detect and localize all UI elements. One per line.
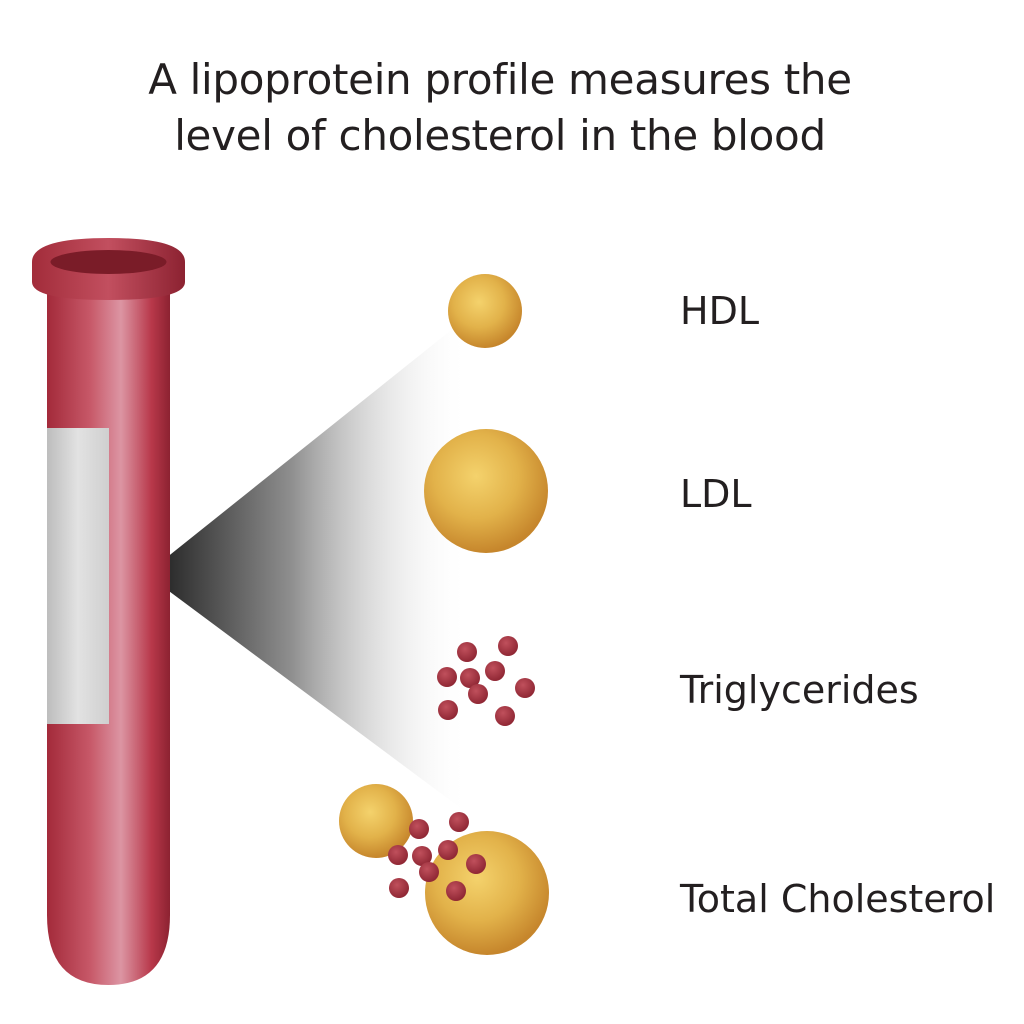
total-triglyceride-dot — [389, 878, 409, 898]
triglyceride-dot — [457, 642, 477, 662]
label-hdl: HDL — [680, 289, 760, 333]
triglyceride-dot — [485, 661, 505, 681]
total-ldl-particle — [425, 831, 549, 955]
total-hdl-particle — [339, 784, 413, 858]
total-triglyceride-dot — [388, 845, 408, 865]
label-triglycerides: Triglycerides — [680, 668, 919, 712]
diagram-title: A lipoprotein profile measures the level… — [0, 52, 1000, 164]
triglyceride-dot — [468, 684, 488, 704]
title-line-2: level of cholesterol in the blood — [174, 111, 826, 160]
triglyceride-dot — [437, 667, 457, 687]
triglyceride-dot — [515, 678, 535, 698]
total-triglyceride-dot — [438, 840, 458, 860]
triglyceride-dot — [460, 668, 480, 688]
triglyceride-dot — [495, 706, 515, 726]
tube-opening — [50, 250, 167, 274]
total-triglyceride-dot — [412, 846, 432, 866]
label-total-cholesterol: Total Cholesterol — [680, 877, 996, 921]
total-triglyceride-dot — [466, 854, 486, 874]
title-line-1: A lipoprotein profile measures the — [148, 55, 852, 104]
triglyceride-dot — [438, 700, 458, 720]
hdl-particle — [448, 274, 522, 348]
total-triglyceride-dot — [449, 812, 469, 832]
triglyceride-cluster — [437, 636, 535, 726]
triglyceride-dot — [498, 636, 518, 656]
test-tube — [32, 238, 185, 985]
total-triglyceride-dot — [409, 819, 429, 839]
total-triglyceride-dot — [419, 862, 439, 882]
total-triglyceride-dot — [446, 881, 466, 901]
label-ldl: LDL — [680, 472, 752, 516]
ldl-particle — [424, 429, 548, 553]
tube-label-strip — [47, 428, 109, 724]
total-cholesterol-cluster — [339, 784, 549, 955]
magnification-cone — [146, 315, 470, 815]
